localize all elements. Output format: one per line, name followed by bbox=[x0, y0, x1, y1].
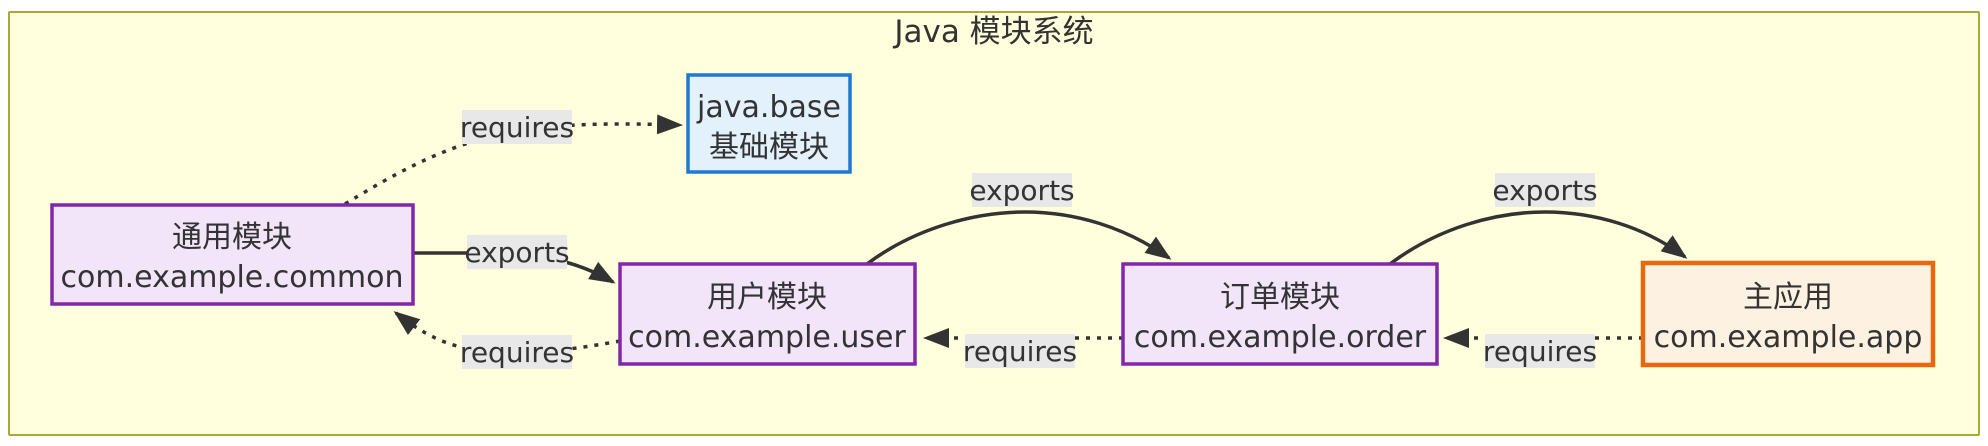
node-java-base-title: java.base bbox=[696, 90, 841, 125]
node-java-base-box bbox=[686, 73, 852, 174]
node-order-subtitle: com.example.order bbox=[1134, 320, 1427, 355]
edge-label-bg bbox=[462, 110, 572, 144]
edge-label-order-exports-app: exports bbox=[1492, 173, 1598, 207]
edge-user-requires-common bbox=[393, 311, 621, 355]
edge-label: exports bbox=[464, 236, 569, 269]
node-order-box bbox=[1121, 262, 1439, 366]
node-common-subtitle: com.example.common bbox=[61, 260, 404, 295]
edge-path-common-requires-base bbox=[344, 114, 683, 206]
edge-label-bg bbox=[965, 334, 1075, 368]
node-app-box bbox=[1640, 260, 1936, 368]
node-user-subtitle: com.example.user bbox=[628, 320, 906, 355]
edge-label-bg bbox=[462, 335, 572, 369]
edge-label: exports bbox=[1492, 174, 1597, 207]
edge-path-order-exports-app bbox=[1388, 210, 1688, 266]
edge-label-bg bbox=[1485, 334, 1595, 368]
diagram-title: Java 模块系统 bbox=[892, 14, 1093, 50]
edge-label: requires bbox=[963, 335, 1077, 368]
edge-label-bg bbox=[467, 235, 567, 269]
edge-label: exports bbox=[969, 174, 1074, 207]
node-app-subtitle: com.example.app bbox=[1654, 320, 1923, 355]
node-common: 通用模块 com.example.common bbox=[50, 203, 415, 306]
edge-user-exports-order bbox=[865, 210, 1172, 266]
edge-label: requires bbox=[460, 111, 574, 144]
edge-label-app-requires-order: requires bbox=[1483, 334, 1597, 368]
edge-path-user-exports-order bbox=[865, 210, 1172, 266]
edge-label: requires bbox=[1483, 335, 1597, 368]
node-common-box bbox=[50, 203, 415, 306]
edge-label: requires bbox=[460, 336, 574, 369]
node-order: 订单模块 com.example.order bbox=[1121, 262, 1439, 366]
edge-order-exports-app bbox=[1388, 210, 1688, 266]
edge-label-bg bbox=[972, 173, 1072, 207]
edge-label-bg bbox=[1495, 173, 1595, 207]
node-java-base-subtitle: 基础模块 bbox=[709, 130, 829, 165]
edge-label-user-requires-common: requires bbox=[460, 335, 574, 369]
node-user-box bbox=[618, 262, 917, 366]
edge-label-common-exports-user: exports bbox=[464, 235, 570, 269]
edge-label-user-exports-order: exports bbox=[969, 173, 1075, 207]
node-user-title: 用户模块 bbox=[707, 280, 827, 315]
node-order-title: 订单模块 bbox=[1220, 280, 1340, 315]
edge-path-user-requires-common bbox=[393, 311, 621, 355]
node-app-title: 主应用 bbox=[1743, 280, 1833, 315]
node-common-title: 通用模块 bbox=[172, 220, 292, 255]
edge-common-requires-base bbox=[344, 114, 683, 206]
node-user: 用户模块 com.example.user bbox=[618, 262, 917, 366]
edge-label-common-requires-base: requires bbox=[460, 110, 574, 144]
node-app: 主应用 com.example.app bbox=[1640, 260, 1936, 368]
node-java-base: java.base 基础模块 bbox=[686, 73, 852, 174]
edge-label-order-requires-user: requires bbox=[963, 334, 1077, 368]
